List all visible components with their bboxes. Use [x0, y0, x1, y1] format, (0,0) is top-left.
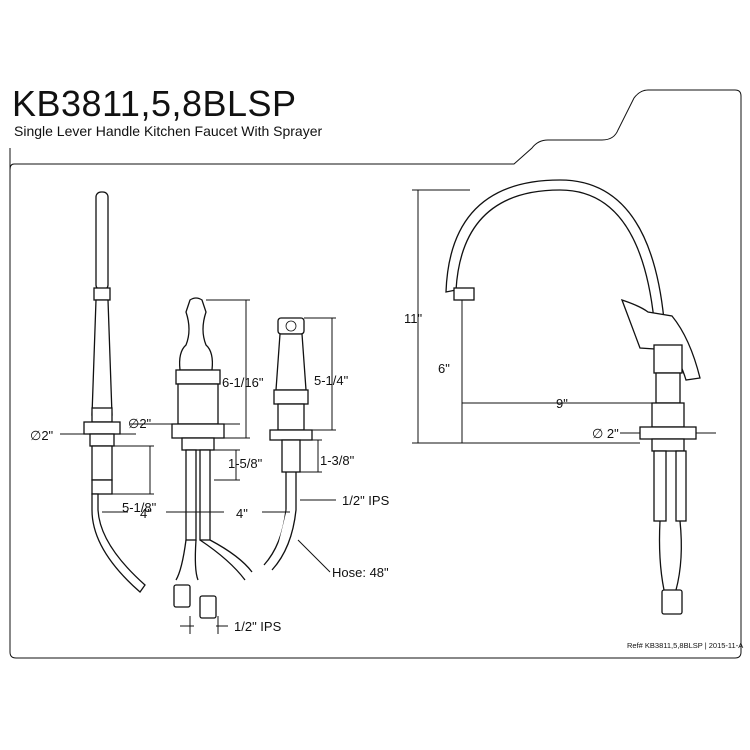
dim-5-1-4: 5-1/4": [314, 373, 349, 388]
model-title: KB3811,5,8BLSP: [12, 83, 297, 124]
gooseneck-faucet-part: [445, 179, 701, 615]
side-valve-part: [83, 191, 146, 593]
center-valve-part: [171, 297, 253, 619]
dim-sprayer-ips: 1/2" IPS: [342, 493, 390, 508]
dim-dia-2-right: ∅ 2": [592, 426, 619, 441]
sprayer-part: [263, 317, 313, 571]
dim-5-1-8: 5-1/8": [122, 500, 157, 515]
dim-9: 9": [556, 396, 568, 411]
dim-11: 11": [404, 311, 422, 326]
dimension-lines: [60, 189, 716, 634]
dim-dia-2-center: ∅2": [128, 416, 152, 431]
dim-1-3-8: 1-3/8": [320, 453, 355, 468]
drawing-frame: [9, 89, 742, 659]
dim-4-right: 4": [236, 506, 248, 521]
dim-6: 6": [438, 361, 450, 376]
dim-4-left: 4": [140, 506, 152, 521]
dim-dia-2-left: ∅2": [30, 428, 54, 443]
product-description: Single Lever Handle Kitchen Faucet With …: [14, 123, 323, 139]
reference-code: Ref# KB3811,5,8BLSP | 2015-11-A: [627, 641, 743, 650]
dim-hose-48: Hose: 48": [332, 565, 389, 580]
dim-1-5-8: 1-5/8": [228, 456, 263, 471]
dim-supply-ips: 1/2" IPS: [234, 619, 282, 634]
dim-6-1-16: 6-1/16": [222, 375, 264, 390]
